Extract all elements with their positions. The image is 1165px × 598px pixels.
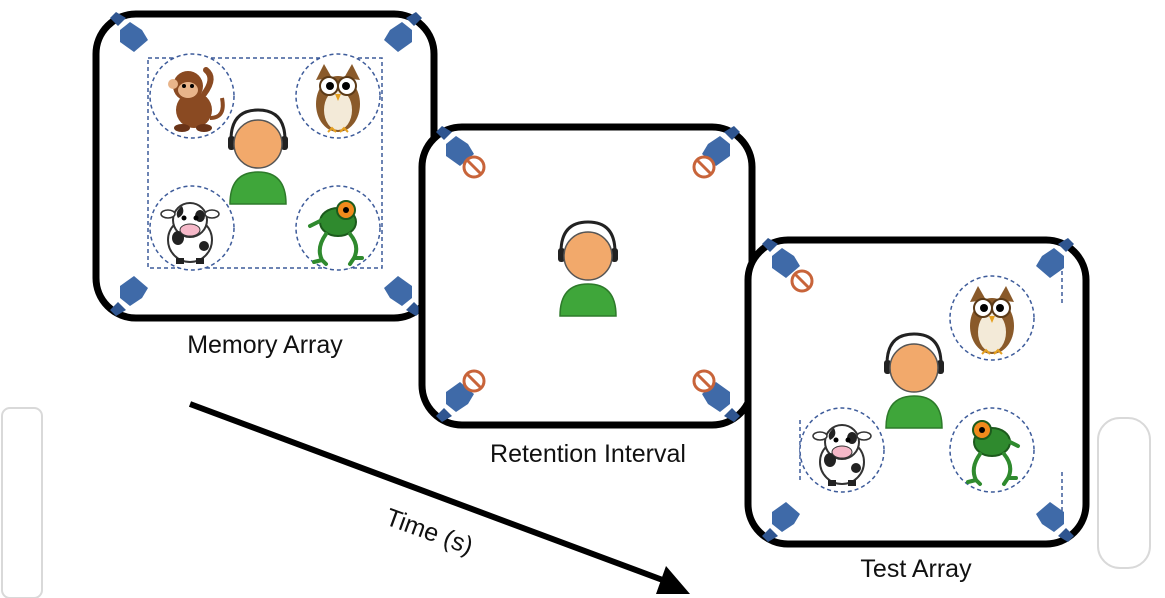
- retention-interval-label: Retention Interval: [490, 440, 686, 468]
- muted-icon: [462, 155, 486, 179]
- frog-icon: [308, 200, 364, 266]
- muted-icon: [692, 155, 716, 179]
- muted-icon: [692, 369, 716, 393]
- time-arrow: [188, 401, 690, 594]
- cow-icon: [812, 424, 872, 486]
- owl-icon: [316, 64, 360, 133]
- memory-array-panel: Memory Array: [92, 10, 438, 359]
- memory-array-label: Memory Array: [187, 331, 343, 359]
- time-label: Time (s): [382, 503, 477, 560]
- cow-icon: [160, 202, 220, 264]
- test-array-label: Test Array: [860, 555, 972, 583]
- retention-interval-panel: Retention Interval: [418, 123, 756, 468]
- owl-icon: [970, 286, 1014, 355]
- monkey-icon: [168, 67, 225, 132]
- watermark: [1, 407, 1151, 598]
- muted-icon: [462, 369, 486, 393]
- test-array-panel: Test Array: [744, 236, 1090, 583]
- frog-icon: [966, 420, 1020, 486]
- muted-icon: [790, 269, 814, 293]
